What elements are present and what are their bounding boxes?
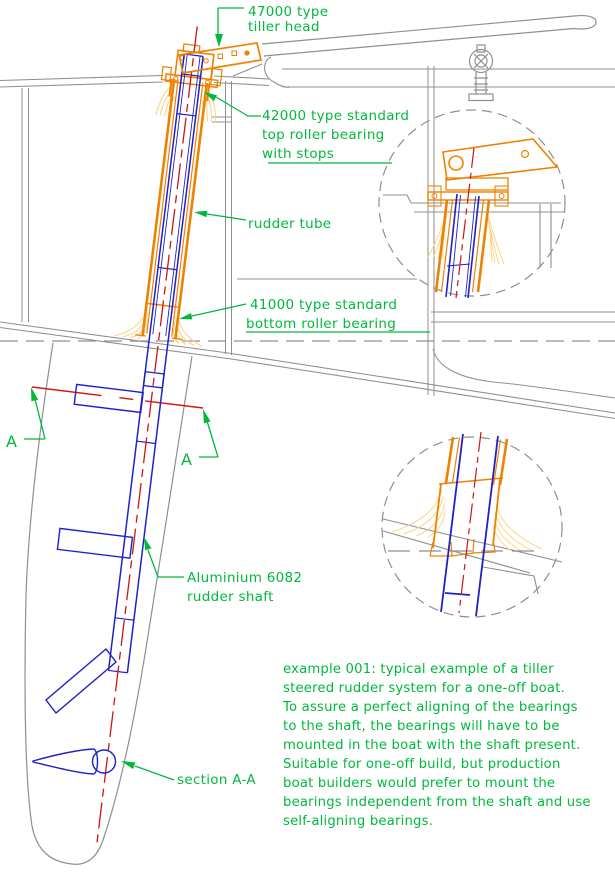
bottom-bearing-weld-fillets (114, 307, 203, 347)
frame-vertical-right (427, 66, 435, 396)
strut-arm (45, 647, 117, 715)
description-line: steered rudder system for a one-off boat… (283, 681, 565, 696)
description-line: Suitable for one-off build, but producti… (283, 757, 561, 772)
label-line: rudder tube (248, 216, 331, 232)
rudder-assembly (56, 26, 223, 843)
label-line: 41000 type standard (250, 297, 397, 313)
description-line: bearings independent from the shaft and … (283, 795, 591, 810)
annotation-rudder-shaft: Aluminium 6082 rudder shaft (144, 537, 302, 605)
section-cut-line: A A (6, 386, 219, 469)
tiller-arm-upper (73, 383, 144, 414)
deck-line-left (0, 63, 270, 123)
section-arrow-left-leader (24, 398, 46, 440)
section-arrow-right-leader (199, 420, 219, 458)
label-line: tiller head (248, 19, 320, 35)
section-view-a-a (32, 748, 117, 775)
rudder-blade-outline (24, 342, 193, 865)
top-bearing-housing (160, 43, 223, 102)
section-marker-left: A (6, 432, 17, 451)
rudder-tube-walls (141, 78, 209, 340)
section-arrow-right (203, 409, 211, 424)
leader-arrow (179, 313, 193, 320)
hull-bottom-lines (0, 321, 615, 420)
tiller-outline (261, 15, 597, 57)
detail-view-bottom-bearing (381, 431, 563, 618)
label-line: Aluminium 6082 (187, 570, 302, 586)
detail-shaft-inner-lines (446, 194, 476, 298)
leader-line (134, 765, 175, 781)
annotation-bottom-bearing: 41000 type standard bottom roller bearin… (179, 297, 430, 333)
detail-centerline (455, 147, 475, 299)
top-bearing-weld-fillets (155, 84, 217, 123)
leader-arrow (215, 34, 223, 47)
description-line: example 001: typical example of a tiller (283, 662, 554, 677)
label-line: top roller bearing (262, 127, 385, 143)
description-line: to the shaft, the bearings will have to … (283, 719, 560, 734)
section-arrow-left (31, 387, 39, 402)
rudder-tube-inner-walls (146, 79, 204, 337)
label-line: section A-A (177, 772, 256, 788)
detail-tiller-head (427, 138, 559, 207)
tiller-arm-lower (56, 527, 134, 559)
label-line: bottom roller bearing (246, 316, 396, 332)
hull-structure (0, 15, 615, 865)
detail-tube-walls (444, 436, 509, 486)
leader-arrow (194, 210, 208, 218)
label-line: 42000 type standard (262, 108, 409, 124)
arm-cross-section (32, 748, 99, 775)
shaft-coupling (142, 370, 165, 389)
description-paragraph: example 001: typical example of a tiller… (282, 662, 591, 829)
detail-view-top-bearing (378, 109, 566, 299)
leader-line (217, 7, 244, 34)
label-line: rudder shaft (187, 589, 274, 605)
leader-line (206, 213, 247, 221)
skeg-fairing-curve (432, 348, 615, 399)
annotation-section: section A-A (121, 761, 256, 788)
detail-tube-walls (434, 199, 491, 293)
leader-line (215, 96, 261, 117)
detail-deck-lines (383, 194, 565, 268)
description-line: boat builders would prefer to mount the (283, 776, 555, 791)
detail-circle-boundary (378, 109, 566, 297)
detail-weld-fillets (427, 209, 505, 265)
detail-shaft-lines (440, 433, 499, 617)
label-line: with stops (262, 146, 334, 162)
detail-circle-boundary (381, 436, 563, 618)
detail-shaft-lines (445, 193, 480, 299)
shaft-centerline (96, 26, 198, 843)
description-line: self-aligning bearings. (283, 814, 433, 829)
deck-line-right (282, 68, 615, 88)
tiller-head-bar (177, 42, 263, 74)
leader-line (191, 303, 247, 317)
detail-weld-fillets (391, 489, 543, 551)
leader-arrow (121, 761, 136, 769)
leader-arrow (144, 537, 152, 551)
leader-line (147, 549, 184, 578)
annotation-rudder-tube: rudder tube (194, 210, 331, 232)
leader-arrow (204, 92, 217, 102)
annotation-top-bearing: 42000 type standard top roller bearing w… (204, 92, 409, 164)
shaft-cross-section (91, 749, 117, 774)
cockpit-coaming (264, 56, 290, 89)
detail-hull-lines (382, 518, 563, 595)
detail-tube-inner-walls (451, 437, 502, 486)
transom-step-lines (237, 278, 615, 323)
description-line: To assure a perfect aligning of the bear… (282, 700, 578, 715)
rudder-shaft (56, 53, 204, 674)
label-line: 47000 type (248, 4, 328, 20)
section-line-red (31, 386, 204, 409)
mainsheet-block-icon (468, 44, 494, 102)
detail-tube-inner-walls (440, 199, 485, 293)
frame-vertical-left (21, 88, 29, 322)
annotation-tiller-head: 47000 type tiller head (215, 4, 328, 47)
section-marker-right: A (181, 450, 192, 469)
description-line: mounted in the boat with the shaft prese… (283, 738, 580, 753)
detail-centerline (458, 431, 482, 614)
